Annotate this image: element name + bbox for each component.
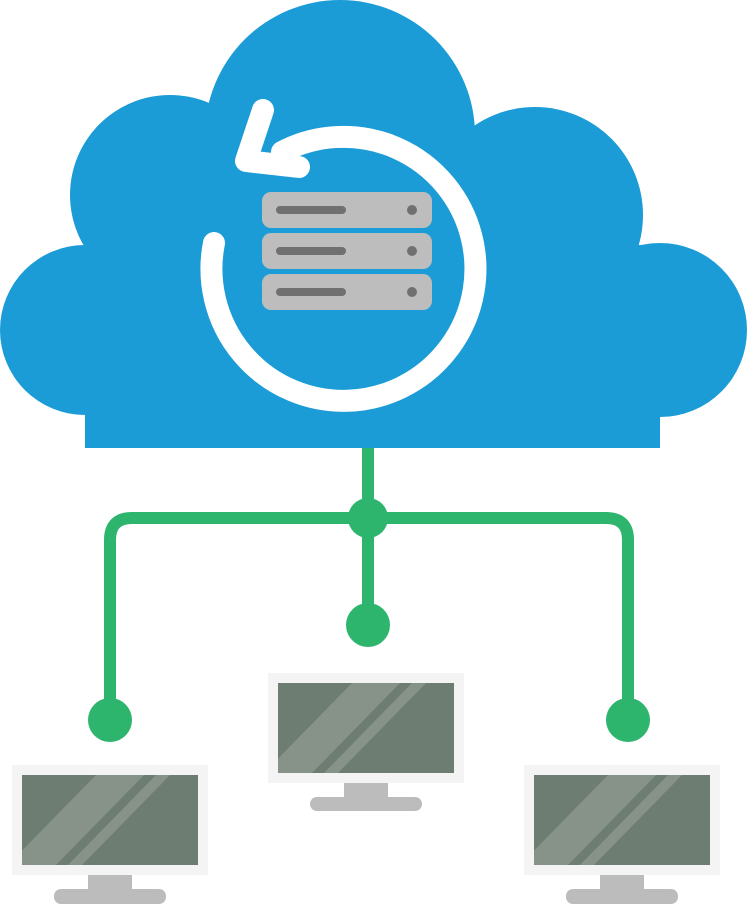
network-connectors <box>88 448 650 742</box>
server-stack-icon <box>262 192 432 310</box>
connector-node-center <box>346 603 390 647</box>
monitor-left <box>12 765 208 904</box>
server-unit <box>262 192 432 228</box>
server-unit <box>262 274 432 310</box>
sync-arrow-icon <box>200 99 487 412</box>
server-unit <box>262 233 432 269</box>
connector-node-right <box>606 698 650 742</box>
connector-node-left <box>88 698 132 742</box>
monitor-center <box>268 673 464 811</box>
monitor-right <box>524 765 720 904</box>
hub-node <box>348 498 388 538</box>
